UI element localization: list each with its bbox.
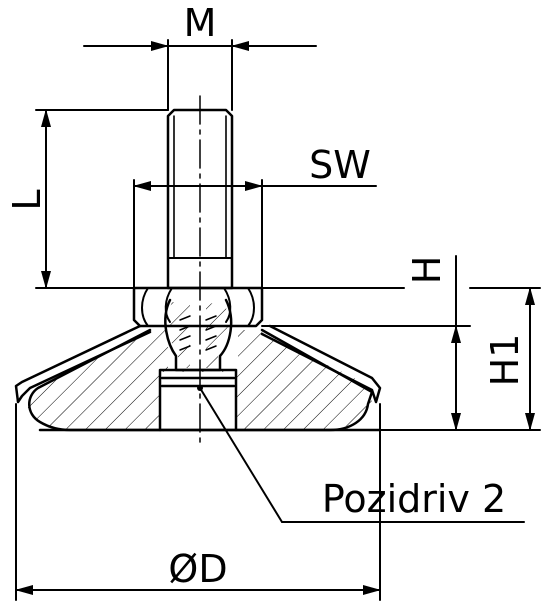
hex-nut	[132, 286, 264, 328]
dim-d: ØD	[15, 403, 381, 601]
label-d: ØD	[168, 547, 227, 591]
dim-sw: SW	[133, 143, 377, 289]
label-h: H	[405, 256, 449, 285]
ball-socket	[164, 298, 233, 372]
stud-outline	[166, 108, 234, 290]
base-outer-shell-right	[260, 324, 382, 404]
label-sw: SW	[309, 143, 371, 187]
dim-h: H	[261, 255, 471, 431]
dim-h1: H1	[375, 287, 541, 431]
dim-l: L	[5, 109, 169, 289]
nut-face-lines	[141, 287, 255, 327]
label-l: L	[5, 189, 49, 210]
ball-socket-threads	[179, 315, 217, 351]
ball-joint	[164, 298, 233, 372]
dim-m: M	[83, 1, 317, 111]
center-recess	[158, 368, 238, 432]
pozidriv-leader: Pozidriv 2	[197, 385, 525, 523]
label-m: M	[184, 1, 217, 45]
label-pozidriv: Pozidriv 2	[322, 477, 506, 521]
base-outer-shell	[14, 324, 152, 404]
nut-outline	[132, 286, 264, 328]
label-h1: H1	[483, 334, 527, 387]
base-hatched-body	[26, 330, 372, 430]
base-section	[14, 324, 382, 432]
